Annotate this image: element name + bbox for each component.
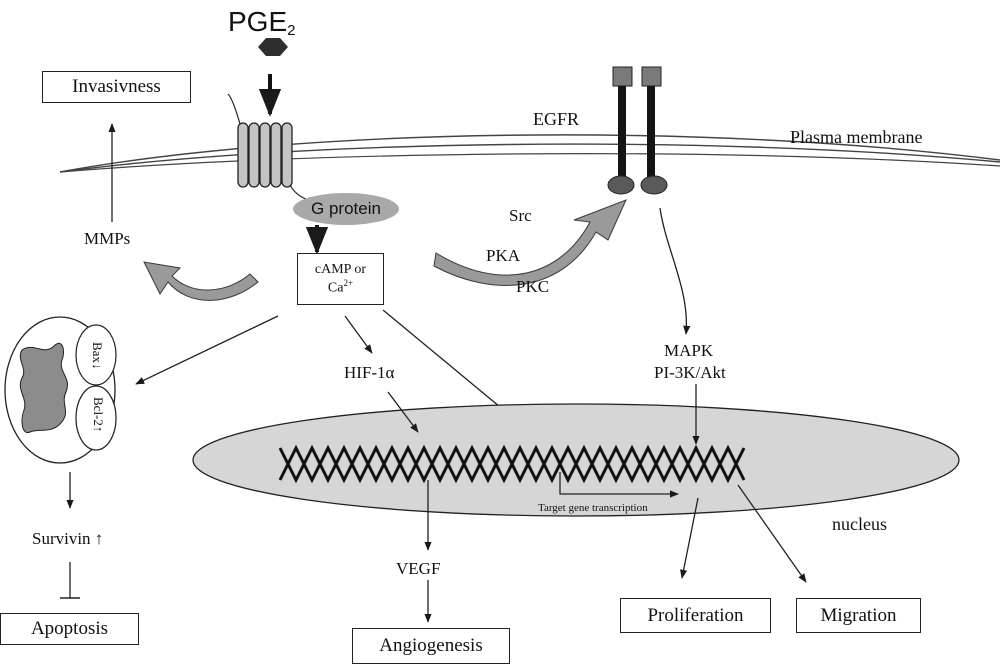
- dna-to-proliferation-arrow: [680, 497, 699, 579]
- pge2-ligand-icon: [258, 38, 288, 56]
- g-protein-label: G protein: [311, 199, 381, 218]
- bcl2-label: Bcl-2↑: [91, 397, 106, 433]
- vegf-label: VEGF: [396, 559, 441, 578]
- mitochondrion-icon: [4, 316, 117, 464]
- angiogenesis-box: Angiogenesis: [352, 628, 510, 664]
- mmps-curved-arrow: [143, 261, 259, 301]
- proliferation-box: Proliferation: [620, 598, 771, 633]
- migration-label: Migration: [820, 604, 897, 626]
- dna-icon: [278, 444, 746, 484]
- pkc-label: PKC: [516, 277, 550, 296]
- transactivation-curved-arrow: [433, 199, 627, 286]
- mapk-label: MAPK: [664, 341, 714, 360]
- plasma-membrane: [59, 134, 1000, 173]
- apoptosis-label: Apoptosis: [30, 618, 109, 639]
- dna-strand-b: [278, 444, 746, 484]
- bax-label: Bax↓: [90, 342, 105, 370]
- apoptosis-box: Apoptosis: [0, 613, 139, 645]
- proliferation-label: Proliferation: [647, 604, 744, 626]
- g-protein: G protein: [293, 193, 399, 225]
- target-gene-label: Target gene transcription: [538, 502, 648, 514]
- camp-to-hif-arrow: [344, 315, 373, 354]
- egfr-to-mapk-arrow: [659, 207, 691, 335]
- invasiveness-box: Invasivness: [42, 71, 191, 103]
- survivin-label: Survivin ↑: [32, 529, 104, 548]
- camp-to-mito-arrow: [135, 315, 279, 385]
- pge2-label: PGE2: [228, 6, 296, 39]
- dna-to-migration-arrow: [737, 484, 807, 583]
- camp-line1: cAMP or: [314, 261, 367, 277]
- pi3k-akt-label: PI-3K/Akt: [654, 363, 726, 382]
- src-label: Src: [509, 206, 532, 225]
- pka-label: PKA: [486, 246, 521, 265]
- mmps-label: MMPs: [84, 229, 131, 248]
- egfr-receptor-icon: [607, 66, 668, 195]
- camp-box: cAMP or Ca2+: [297, 253, 384, 305]
- egfr-label: EGFR: [533, 109, 580, 129]
- hif-label: HIF-1α: [344, 363, 395, 382]
- nucleus-label: nucleus: [832, 514, 887, 534]
- transcription-arrow: [559, 472, 679, 498]
- invasiveness-label: Invasivness: [72, 76, 161, 97]
- camp-line2: Ca2+: [327, 278, 354, 296]
- ep-receptor-icon: [227, 93, 317, 203]
- plasma-membrane-label: Plasma membrane: [790, 127, 923, 147]
- nucleus-icon: [192, 403, 960, 517]
- hif-to-dna-arrow: [387, 391, 419, 433]
- migration-box: Migration: [796, 598, 921, 633]
- angiogenesis-label: Angiogenesis: [379, 635, 483, 656]
